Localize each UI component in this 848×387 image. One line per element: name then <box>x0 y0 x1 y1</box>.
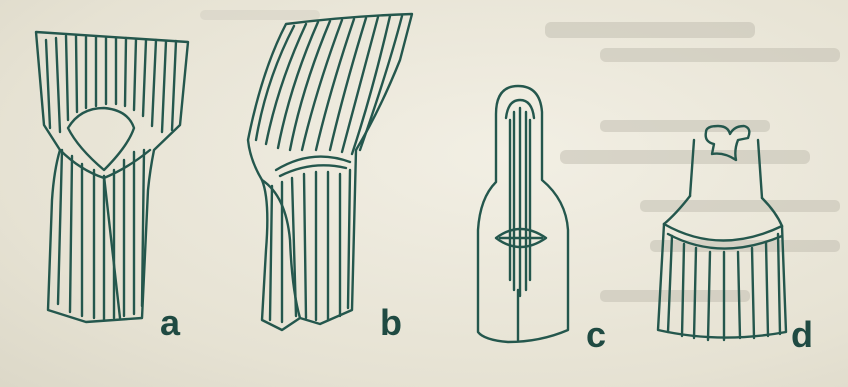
panel-a-drawing <box>36 32 188 322</box>
panel-c-drawing <box>478 86 568 342</box>
panel-b-drawing <box>248 14 412 330</box>
panel-label-d: d <box>791 317 813 353</box>
panel-d-drawing <box>658 126 786 340</box>
panel-label-c: c <box>586 317 606 353</box>
panel-label-a: a <box>160 305 180 341</box>
panel-label-b: b <box>380 305 402 341</box>
